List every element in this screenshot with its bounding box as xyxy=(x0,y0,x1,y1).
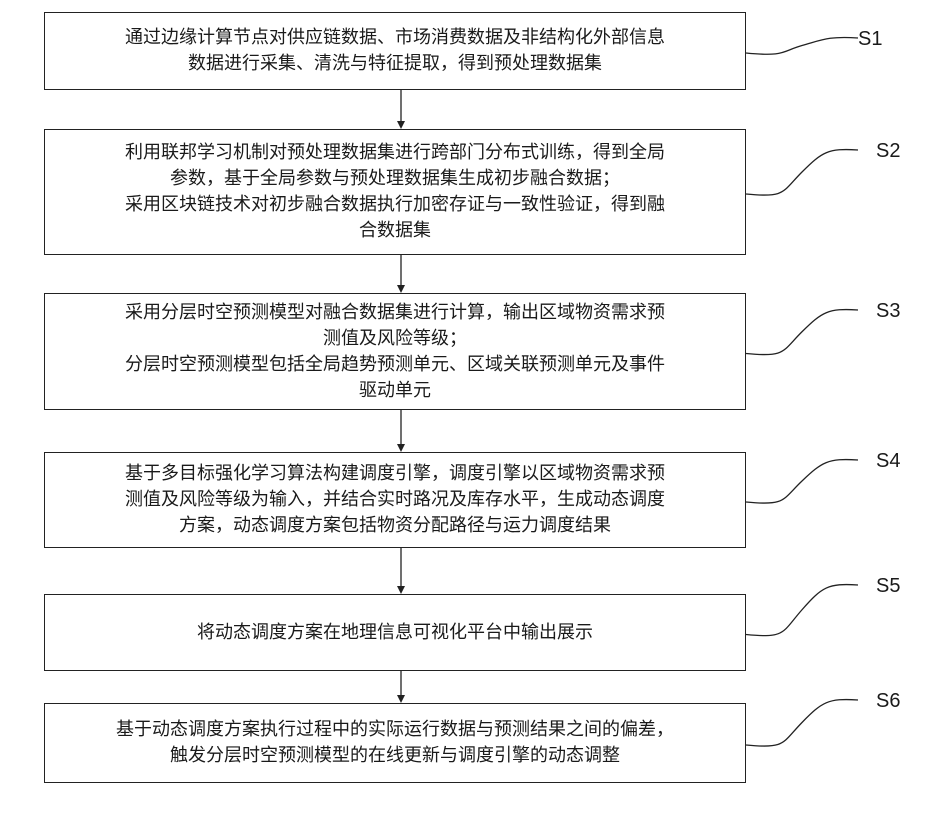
step-text-line: 采用区块链技术对初步融合数据执行加密存证与一致性验证，得到融 xyxy=(125,192,665,218)
step-label-s5: S5 xyxy=(876,575,900,598)
step-text-line: 通过边缘计算节点对供应链数据、市场消费数据及非结构化外部信息 xyxy=(125,25,665,51)
step-text-line: 测值及风险等级； xyxy=(323,326,467,352)
connector-arrowhead xyxy=(397,121,405,129)
step-text-line: 测值及风险等级为输入，并结合实时路况及库存水平，生成动态调度 xyxy=(125,487,665,513)
step-text-line: 基于多目标强化学习算法构建调度引擎，调度引擎以区域物资需求预 xyxy=(125,461,665,487)
step-label-s3: S3 xyxy=(876,300,900,323)
step-label-s4: S4 xyxy=(876,450,900,473)
step-text-line: 驱动单元 xyxy=(359,378,431,404)
step-box-s1: 通过边缘计算节点对供应链数据、市场消费数据及非结构化外部信息 数据进行采集、清洗… xyxy=(44,12,746,90)
label-leader-curve xyxy=(746,310,858,355)
step-text-line: 采用分层时空预测模型对融合数据集进行计算，输出区域物资需求预 xyxy=(125,300,665,326)
step-label-s2: S2 xyxy=(876,140,900,163)
label-leader-curve xyxy=(746,585,858,636)
step-label-s6: S6 xyxy=(876,690,900,713)
step-text-line: 数据进行采集、清洗与特征提取，得到预处理数据集 xyxy=(188,51,602,77)
step-text-line: 利用联邦学习机制对预处理数据集进行跨部门分布式训练，得到全局 xyxy=(125,140,665,166)
connector-arrowhead xyxy=(397,586,405,594)
connector-arrowhead xyxy=(397,695,405,703)
step-text-line: 将动态调度方案在地理信息可视化平台中输出展示 xyxy=(197,620,593,646)
step-text-line: 触发分层时空预测模型的在线更新与调度引擎的动态调整 xyxy=(170,743,620,769)
label-leader-curve xyxy=(746,150,858,196)
step-box-s4: 基于多目标强化学习算法构建调度引擎，调度引擎以区域物资需求预 测值及风险等级为输… xyxy=(44,452,746,548)
step-text-line: 方案，动态调度方案包括物资分配路径与运力调度结果 xyxy=(179,513,611,539)
label-leader-curve xyxy=(746,460,858,504)
step-box-s3: 采用分层时空预测模型对融合数据集进行计算，输出区域物资需求预 测值及风险等级； … xyxy=(44,293,746,410)
step-box-s5: 将动态调度方案在地理信息可视化平台中输出展示 xyxy=(44,594,746,671)
label-leader-curve xyxy=(746,37,858,54)
step-text-line: 分层时空预测模型包括全局趋势预测单元、区域关联预测单元及事件 xyxy=(125,352,665,378)
step-box-s2: 利用联邦学习机制对预处理数据集进行跨部门分布式训练，得到全局 参数，基于全局参数… xyxy=(44,129,746,255)
step-text-line: 基于动态调度方案执行过程中的实际运行数据与预测结果之间的偏差， xyxy=(116,717,674,743)
step-box-s6: 基于动态调度方案执行过程中的实际运行数据与预测结果之间的偏差， 触发分层时空预测… xyxy=(44,703,746,783)
connector-arrowhead xyxy=(397,285,405,293)
step-label-s1: S1 xyxy=(858,28,882,51)
step-text-line: 参数，基于全局参数与预处理数据集生成初步融合数据； xyxy=(170,166,620,192)
label-leader-curve xyxy=(746,700,858,747)
step-text-line: 合数据集 xyxy=(359,218,431,244)
connector-arrowhead xyxy=(397,444,405,452)
